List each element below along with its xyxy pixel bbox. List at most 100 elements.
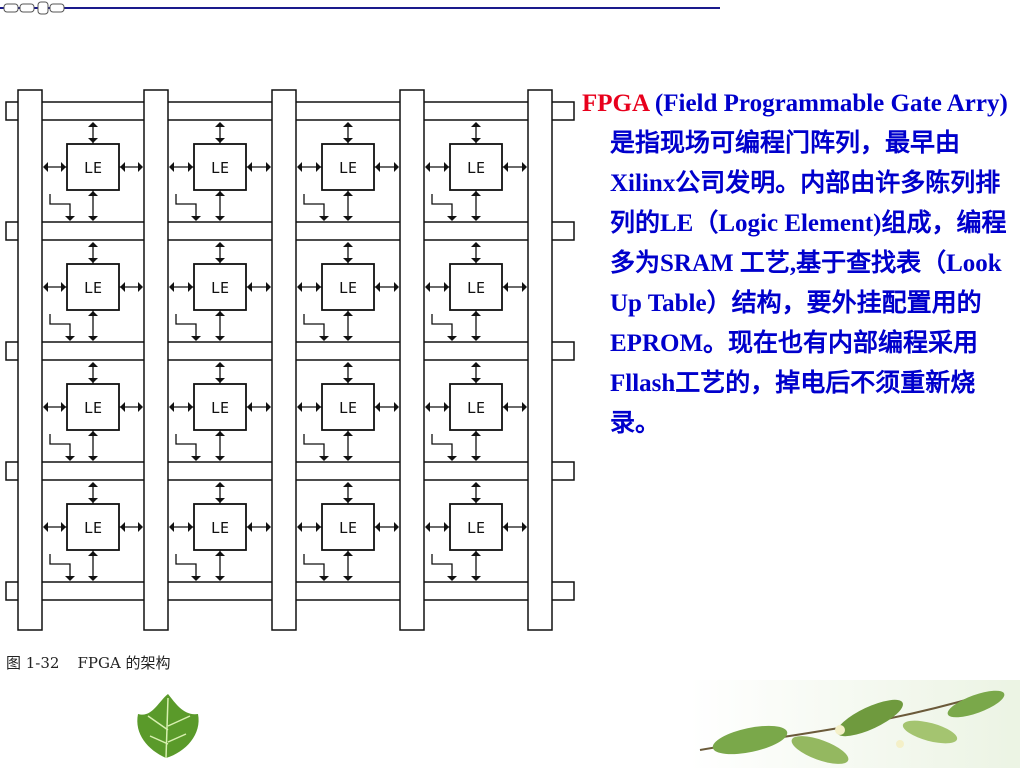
arrow-head bbox=[522, 402, 527, 412]
arrow-head bbox=[343, 456, 353, 461]
feedback-line bbox=[431, 314, 453, 339]
arrow-head bbox=[447, 216, 457, 221]
vertical-channel bbox=[527, 89, 553, 631]
arrow-head bbox=[247, 522, 252, 532]
arrow-head bbox=[169, 282, 174, 292]
arrow-head bbox=[375, 282, 380, 292]
arrow-head bbox=[88, 576, 98, 581]
arrow-head bbox=[120, 282, 125, 292]
arrow-head bbox=[88, 482, 98, 487]
le-label: LE bbox=[211, 279, 229, 297]
arrow-head bbox=[471, 242, 481, 247]
arrow-head bbox=[88, 551, 98, 556]
le-label: LE bbox=[339, 399, 357, 417]
arrow-head bbox=[43, 402, 48, 412]
arrow-head bbox=[61, 282, 66, 292]
arrow-head bbox=[266, 162, 271, 172]
arrow-head bbox=[447, 576, 457, 581]
arrow-head bbox=[169, 162, 174, 172]
arrow-head bbox=[65, 336, 75, 341]
arrow-head bbox=[471, 431, 481, 436]
arrow-head bbox=[215, 456, 225, 461]
arrow-head bbox=[65, 576, 75, 581]
chain-ornament-icon bbox=[3, 1, 65, 15]
arrow-head bbox=[266, 522, 271, 532]
arrow-head bbox=[215, 378, 225, 383]
arrow-head bbox=[120, 162, 125, 172]
le-label: LE bbox=[339, 279, 357, 297]
arrow-head bbox=[297, 162, 302, 172]
title-rule-decoration bbox=[0, 1, 720, 15]
arrow-head bbox=[425, 402, 430, 412]
arrow-head bbox=[215, 576, 225, 581]
arrow-head bbox=[394, 282, 399, 292]
arrow-head bbox=[215, 362, 225, 367]
arrow-head bbox=[169, 402, 174, 412]
le-label: LE bbox=[84, 519, 102, 537]
arrow-head bbox=[215, 138, 225, 143]
le-label: LE bbox=[84, 159, 102, 177]
arrow-head bbox=[297, 522, 302, 532]
arrow-head bbox=[88, 191, 98, 196]
vertical-channel bbox=[17, 89, 43, 631]
arrow-head bbox=[188, 402, 193, 412]
arrow-head bbox=[343, 311, 353, 316]
arrow-head bbox=[88, 216, 98, 221]
le-label: LE bbox=[339, 519, 357, 537]
arrow-head bbox=[447, 336, 457, 341]
arrow-head bbox=[471, 122, 481, 127]
arrow-head bbox=[316, 162, 321, 172]
arrow-head bbox=[43, 282, 48, 292]
arrow-head bbox=[215, 431, 225, 436]
arrow-head bbox=[471, 362, 481, 367]
arrow-head bbox=[247, 282, 252, 292]
arrow-head bbox=[471, 258, 481, 263]
arrow-head bbox=[188, 522, 193, 532]
le-label: LE bbox=[84, 279, 102, 297]
arrow-head bbox=[375, 522, 380, 532]
arrow-head bbox=[444, 162, 449, 172]
feedback-line bbox=[303, 554, 325, 579]
arrow-head bbox=[471, 138, 481, 143]
arrow-head bbox=[247, 402, 252, 412]
figure-number: 图 1-32 bbox=[6, 654, 60, 672]
arrow-head bbox=[215, 551, 225, 556]
arrow-head bbox=[375, 162, 380, 172]
figure-title: FPGA 的架构 bbox=[77, 654, 171, 672]
arrow-head bbox=[522, 522, 527, 532]
arrow-head bbox=[191, 456, 201, 461]
arrow-head bbox=[297, 282, 302, 292]
arrow-head bbox=[169, 522, 174, 532]
feedback-line bbox=[431, 194, 453, 219]
lead-term: FPGA bbox=[582, 90, 649, 117]
arrow-head bbox=[425, 282, 430, 292]
arrow-head bbox=[503, 282, 508, 292]
arrow-head bbox=[319, 576, 329, 581]
arrow-head bbox=[316, 522, 321, 532]
arrow-head bbox=[471, 216, 481, 221]
arrow-head bbox=[120, 522, 125, 532]
arrow-head bbox=[444, 402, 449, 412]
arrow-head bbox=[188, 162, 193, 172]
arrow-head bbox=[138, 522, 143, 532]
feedback-line bbox=[303, 314, 325, 339]
arrow-head bbox=[522, 162, 527, 172]
arrow-head bbox=[215, 498, 225, 503]
arrow-head bbox=[343, 122, 353, 127]
arrow-head bbox=[138, 162, 143, 172]
le-block bbox=[321, 503, 375, 551]
arrow-head bbox=[120, 402, 125, 412]
arrow-head bbox=[215, 216, 225, 221]
arrow-head bbox=[297, 402, 302, 412]
arrow-head bbox=[215, 122, 225, 127]
arrow-head bbox=[88, 336, 98, 341]
arrow-head bbox=[343, 551, 353, 556]
vertical-channel bbox=[271, 89, 297, 631]
arrow-head bbox=[65, 216, 75, 221]
leafy-branch-decoration bbox=[690, 680, 1020, 768]
arrow-head bbox=[65, 456, 75, 461]
le-label: LE bbox=[211, 399, 229, 417]
arrow-head bbox=[444, 282, 449, 292]
arrow-head bbox=[343, 138, 353, 143]
arrow-head bbox=[191, 216, 201, 221]
